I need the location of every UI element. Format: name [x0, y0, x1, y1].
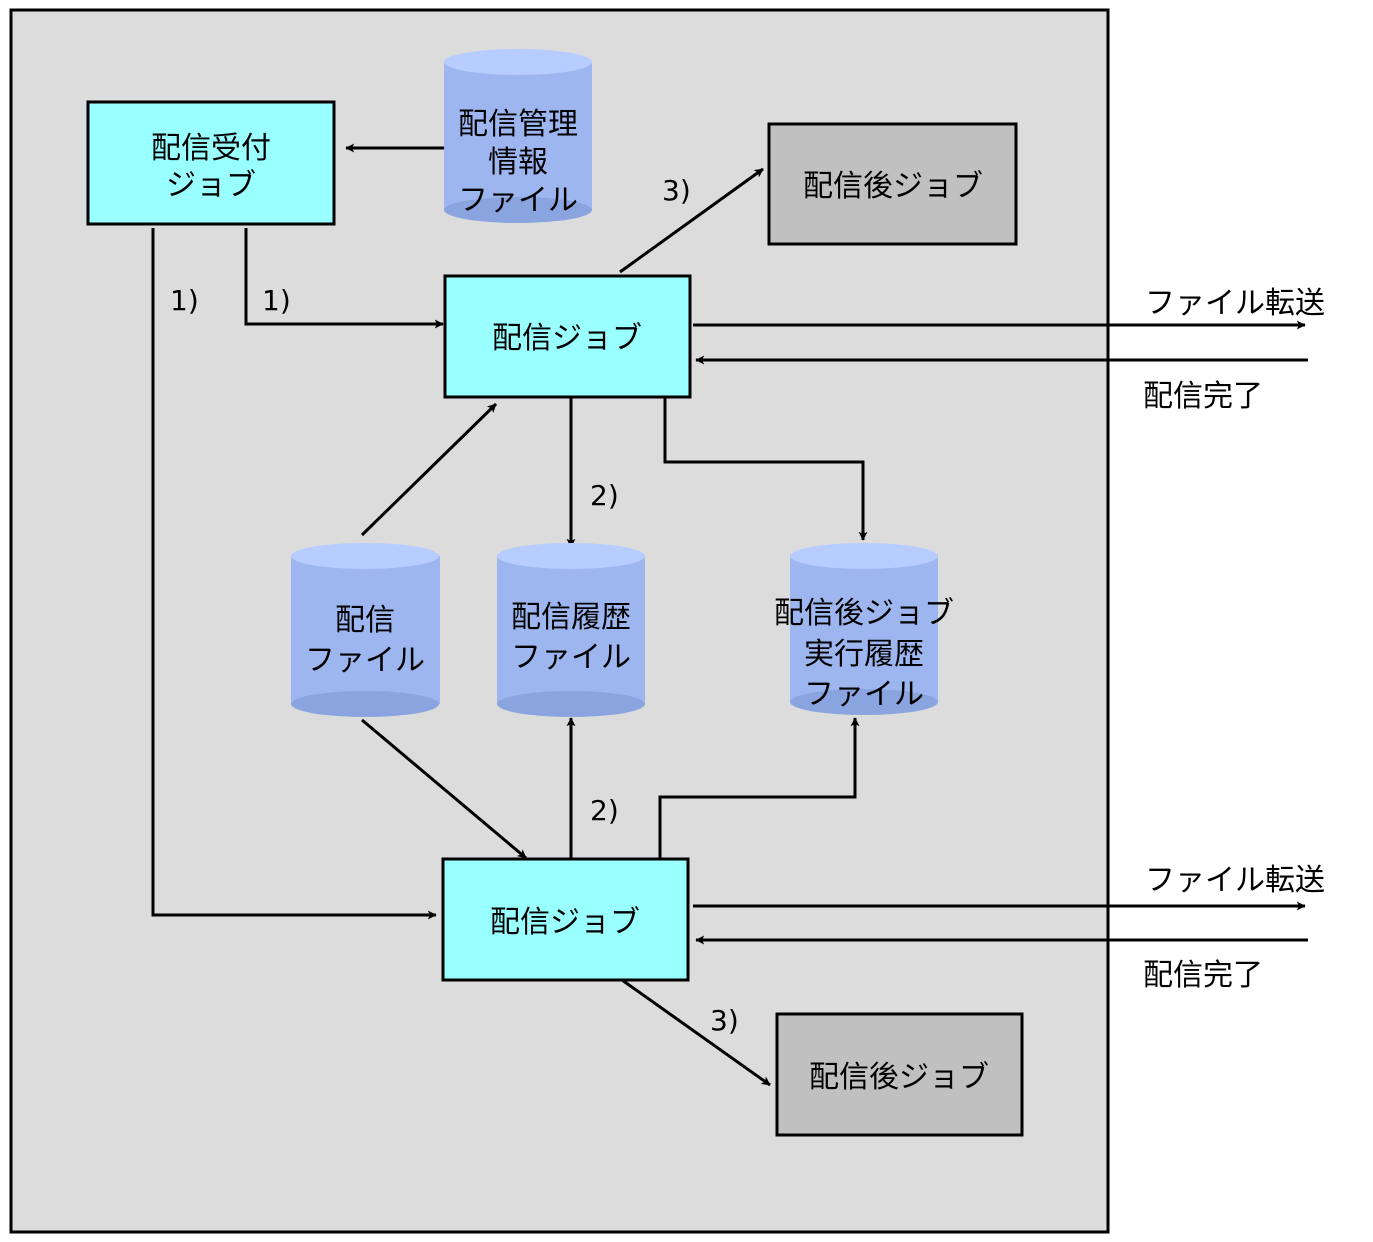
- post-job-top-label: 配信後ジョブ: [803, 169, 983, 204]
- edge-delivery-top-to-post-top: [619, 167, 764, 274]
- delivery-file-line-2: ファイル: [305, 643, 425, 678]
- step2-bottom-label: 2): [590, 794, 619, 827]
- history-file-line-1: 配信履歴: [511, 600, 631, 635]
- edge-reception-to-delivery-bottom: [151, 228, 437, 920]
- complete-top-label: 配信完了: [1143, 379, 1263, 414]
- management-file-line-3: ファイル: [458, 183, 578, 218]
- post-history-file-line-2: 実行履歴: [804, 637, 924, 672]
- post-job-bottom: 配信後ジョブ: [775, 1012, 1024, 1137]
- edge-reception-to-delivery-top: [244, 228, 444, 329]
- step3-top-label: 3): [662, 174, 691, 207]
- edges: [151, 143, 1308, 1087]
- step1-right-label: 1): [262, 284, 291, 317]
- edge-delivery-bottom-to-post-bottom: [621, 978, 771, 1087]
- edge-delivery-bottom-to-post-history: [658, 717, 860, 858]
- reception-job-line-1: 配信受付: [151, 131, 271, 166]
- step3-bottom-label: 3): [710, 1004, 739, 1037]
- management-file-cylinder: 配信管理 情報 ファイル: [444, 49, 592, 223]
- delivery-file-line-1: 配信: [335, 603, 395, 638]
- history-file-cylinder: 配信履歴 ファイル: [497, 543, 645, 717]
- reception-job: 配信受付 ジョブ: [86, 100, 336, 226]
- step1-left-label: 1): [170, 284, 199, 317]
- history-file-line-2: ファイル: [511, 640, 631, 675]
- edge-delivery-top-to-post-history: [663, 398, 868, 541]
- delivery-job-bottom-label: 配信ジョブ: [490, 905, 640, 940]
- delivery-job-top: 配信ジョブ: [443, 274, 692, 399]
- complete-bottom-label: 配信完了: [1143, 958, 1263, 993]
- post-history-file-cylinder: 配信後ジョブ 実行履歴 ファイル: [774, 543, 954, 715]
- reception-job-line-2: ジョブ: [166, 168, 256, 203]
- post-history-file-line-1: 配信後ジョブ: [774, 596, 954, 631]
- transfer-top-label: ファイル転送: [1145, 286, 1325, 321]
- transfer-bottom-label: ファイル転送: [1145, 863, 1325, 898]
- edge-file-to-delivery-top: [360, 402, 498, 537]
- management-file-line-2: 情報: [488, 145, 548, 180]
- step2-top-label: 2): [590, 479, 619, 512]
- delivery-job-top-label: 配信ジョブ: [492, 321, 642, 356]
- post-history-file-line-3: ファイル: [804, 677, 924, 712]
- post-job-bottom-label: 配信後ジョブ: [809, 1060, 989, 1095]
- delivery-job-bottom: 配信ジョブ: [441, 857, 690, 982]
- delivery-file-cylinder: 配信 ファイル: [291, 543, 440, 717]
- edge-file-to-delivery-bottom: [361, 718, 527, 860]
- post-job-top: 配信後ジョブ: [767, 122, 1018, 246]
- management-file-line-1: 配信管理: [458, 107, 578, 142]
